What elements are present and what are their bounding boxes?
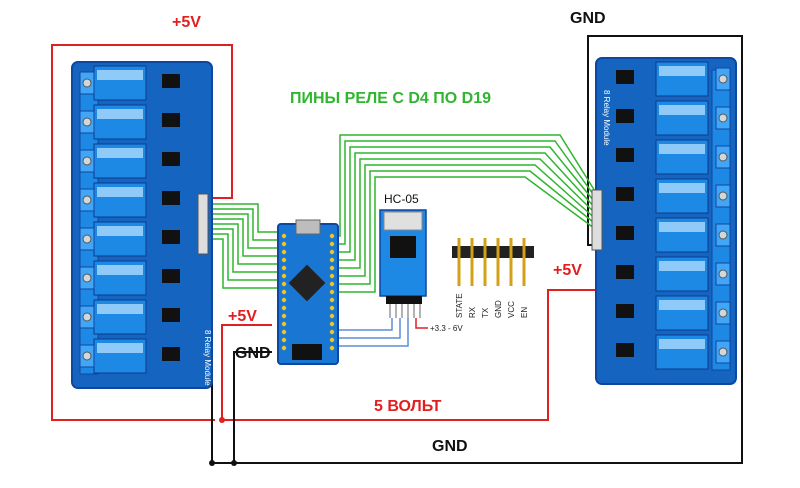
relay-module-left: 8 Relay Module — [71, 61, 213, 389]
nano-pin — [329, 305, 335, 311]
nano-pin — [281, 241, 287, 247]
nano-pin — [329, 289, 335, 295]
nano-pin — [281, 345, 287, 351]
nano-pin — [329, 249, 335, 255]
nano-pin — [329, 313, 335, 319]
relay-unit — [616, 334, 731, 370]
hc05-pin-label: STATE — [455, 293, 464, 318]
wire-5v-left-loop — [51, 44, 233, 421]
wire-5v-nano — [221, 289, 598, 421]
nano-pin — [329, 273, 335, 279]
hc05-pin-label: GND — [494, 300, 503, 318]
hc05-pin-label: RX — [468, 306, 477, 318]
relay-unit — [79, 182, 180, 218]
relay-unit — [79, 65, 180, 101]
nano-pin — [281, 233, 287, 239]
wire-gnd-nano — [233, 351, 272, 463]
junction-dot — [209, 460, 215, 466]
nano-pin — [329, 241, 335, 247]
relay-unit — [79, 299, 180, 335]
relay-module-label: 8 Relay Module — [203, 330, 212, 386]
arduino-nano-board — [277, 219, 339, 365]
green-wires-left — [205, 203, 278, 289]
wire-hc05-vcc — [415, 318, 428, 329]
nano-pin — [329, 329, 335, 335]
nano-pin — [281, 289, 287, 295]
label-gnd-left: GND — [235, 345, 271, 362]
relay-unit — [616, 295, 731, 331]
relay-unit — [616, 256, 731, 292]
nano-pin — [329, 337, 335, 343]
relay-unit — [616, 139, 731, 175]
label-hc05: HC-05 — [384, 192, 419, 206]
hc05-pin-label: EN — [520, 306, 529, 318]
nano-pin — [329, 321, 335, 327]
junction-dot — [219, 417, 225, 423]
nano-pin — [281, 281, 287, 287]
nano-pin — [281, 249, 287, 255]
nano-pin — [329, 257, 335, 263]
nano-pin — [281, 321, 287, 327]
nano-pin — [329, 281, 335, 287]
nano-pin — [329, 233, 335, 239]
relay-module-label: 8 Relay Module — [602, 90, 611, 146]
label-gnd-bottom: GND — [432, 438, 468, 455]
pin-header-illustration — [452, 238, 534, 286]
relay-unit — [79, 221, 180, 257]
label-plus5-right: +5V — [553, 262, 582, 279]
relay-unit — [616, 100, 731, 136]
relay-module-right: 8 Relay Module — [591, 57, 737, 385]
nano-pin — [281, 273, 287, 279]
relay-unit — [616, 61, 731, 97]
nano-pin — [329, 297, 335, 303]
hc05-pin-label: TX — [481, 307, 490, 318]
nano-pin — [329, 265, 335, 271]
hc05-pin-label: VCC — [507, 301, 516, 318]
nano-pin — [281, 305, 287, 311]
nano-pin — [281, 329, 287, 335]
nano-pin — [281, 313, 287, 319]
label-gnd-top: GND — [570, 10, 606, 27]
label-plus5-top: +5V — [172, 14, 201, 31]
label-five-volt: 5 ВОЛЬТ — [374, 398, 442, 415]
hc05-module — [379, 209, 427, 318]
relay-unit — [79, 338, 180, 374]
relay-unit — [616, 217, 731, 253]
relay-unit — [79, 260, 180, 296]
nano-pin — [281, 337, 287, 343]
label-plus5-left: +5V — [228, 308, 257, 325]
relay-unit — [616, 178, 731, 214]
nano-pin — [281, 265, 287, 271]
relay-unit — [79, 104, 180, 140]
blue-wires-hc05 — [335, 318, 409, 347]
nano-pin — [281, 297, 287, 303]
nano-pin — [281, 257, 287, 263]
relay-unit — [79, 143, 180, 179]
junction-dot — [231, 460, 237, 466]
label-relay-pins-title: ПИНЫ РЕЛЕ С D4 ПО D19 — [290, 90, 491, 107]
nano-pin — [329, 345, 335, 351]
label-voltage-range: +3.3 - 6V — [430, 324, 463, 333]
